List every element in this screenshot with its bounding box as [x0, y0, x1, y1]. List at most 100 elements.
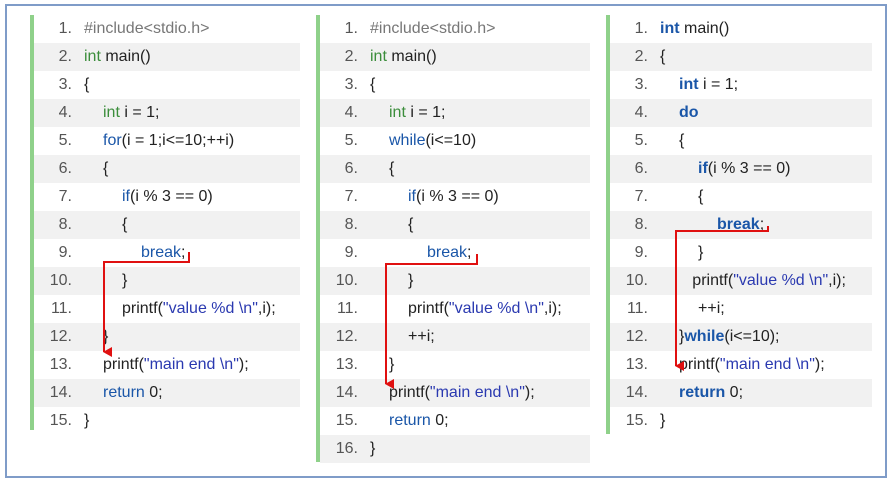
code-token: i = 1;: [698, 76, 739, 93]
code-line: 9.}: [610, 239, 872, 267]
line-number: 7.: [634, 188, 648, 205]
code-token: #include<stdio.h>: [84, 20, 210, 37]
code-line: 6. {: [320, 155, 590, 183]
code-line: 5.while(i<=10): [320, 127, 590, 155]
code-text: printf("main end \n");: [103, 351, 249, 379]
code-line: 4. int i = 1;: [34, 99, 300, 127]
code-line: 3.{: [34, 71, 300, 99]
code-token: {: [698, 188, 704, 205]
code-token: }: [408, 272, 414, 289]
code-token: {: [389, 160, 395, 177]
code-token: for: [103, 132, 122, 149]
code-text: int i = 1;: [389, 99, 445, 127]
line-number: 8.: [344, 216, 358, 233]
line-number: 12.: [625, 328, 648, 345]
line-number: 15.: [335, 412, 358, 429]
code-line: 5.for(i = 1;i<=10;++i): [34, 127, 300, 155]
line-number: 3.: [634, 76, 648, 93]
code-token: ,i);: [828, 272, 846, 289]
code-token: }: [698, 244, 704, 261]
code-token: while: [389, 132, 426, 149]
code-token: {: [122, 216, 128, 233]
line-number: 3.: [344, 76, 358, 93]
code-line: 6.if(i % 3 == 0): [610, 155, 872, 183]
line-number: 4.: [58, 104, 72, 121]
code-text: return 0;: [389, 407, 449, 435]
code-token: "main end \n": [719, 356, 815, 373]
code-text: int main(): [370, 43, 437, 71]
line-number: 14.: [625, 384, 648, 401]
code-text: while(i<=10): [389, 127, 476, 155]
code-text: break;: [717, 211, 764, 239]
code-token: "main end \n": [143, 356, 239, 373]
code-panel-while-loop: 1.#include<stdio.h>2.int main()3.{4.int …: [316, 15, 590, 463]
code-token: ;: [759, 216, 765, 233]
line-number: 12.: [335, 328, 358, 345]
code-line: 8.break;: [610, 211, 872, 239]
line-number: 6.: [344, 160, 358, 177]
code-token: ;: [181, 244, 186, 261]
code-token: {: [408, 216, 414, 233]
code-line: 15.}: [34, 407, 300, 435]
code-token: printf(: [103, 356, 144, 373]
line-number: 9.: [634, 244, 648, 261]
code-token: int: [84, 48, 101, 65]
code-line: 1.int main(): [610, 15, 872, 43]
code-token: {: [84, 76, 90, 93]
line-number: 10.: [49, 272, 72, 289]
code-text: #include<stdio.h>: [370, 15, 495, 43]
code-line: 15.}: [610, 407, 872, 435]
figure-frame: [5, 4, 887, 478]
code-token: return: [389, 412, 431, 429]
code-token: main(): [100, 48, 151, 65]
code-line: 1.#include<stdio.h>: [34, 15, 300, 43]
code-text: }: [122, 267, 127, 295]
code-token: ++i;: [408, 328, 435, 345]
code-token: int: [103, 104, 120, 121]
line-number: 5.: [634, 132, 648, 149]
code-line: 6.{: [34, 155, 300, 183]
line-number: 6.: [634, 160, 648, 177]
code-token: }: [122, 272, 128, 289]
code-line: 14. return 0;: [34, 379, 300, 407]
code-text: {: [660, 43, 665, 71]
code-token: "main end \n": [429, 384, 525, 401]
code-line: 10.}: [34, 267, 300, 295]
code-text: printf("value %d \n",i);: [122, 295, 276, 323]
code-text: }: [408, 267, 413, 295]
code-line: 7. {: [610, 183, 872, 211]
code-token: main(): [679, 20, 730, 37]
line-number: 15.: [49, 412, 72, 429]
code-token: return: [679, 384, 726, 401]
code-token: 0;: [725, 384, 744, 401]
code-text: return 0;: [103, 379, 163, 407]
code-text: printf("main end \n");: [679, 351, 825, 379]
code-token: printf(: [122, 300, 163, 317]
code-token: );: [814, 356, 825, 373]
line-number: 9.: [344, 244, 358, 261]
code-token: {: [660, 48, 666, 65]
line-number: 2.: [58, 48, 72, 65]
code-token: }: [370, 440, 376, 457]
code-panel-for-loop: 1.#include<stdio.h> 2. int main() 3.{4. int …: [30, 15, 300, 430]
code-token: {: [103, 160, 109, 177]
code-text: printf("value %d \n",i);: [692, 267, 846, 295]
line-number: 9.: [58, 244, 72, 261]
line-number: 2.: [344, 48, 358, 65]
code-line: 2.{: [610, 43, 872, 71]
code-token: "value %d \n": [733, 272, 829, 289]
code-token: return: [103, 384, 145, 401]
code-token: break: [717, 216, 760, 233]
code-line: 15. return 0;: [320, 407, 590, 435]
code-token: printf(: [692, 272, 734, 289]
line-number: 14.: [49, 384, 72, 401]
line-number: 15.: [625, 412, 648, 429]
code-token: if: [698, 160, 708, 177]
code-text: {: [389, 155, 394, 183]
code-token: int: [679, 76, 699, 93]
code-token: ,i);: [257, 300, 276, 317]
code-line: 13.printf("main end \n");: [610, 351, 872, 379]
code-token: i = 1;: [119, 104, 160, 121]
code-token: if: [408, 188, 416, 205]
code-text: if(i % 3 == 0): [408, 183, 499, 211]
